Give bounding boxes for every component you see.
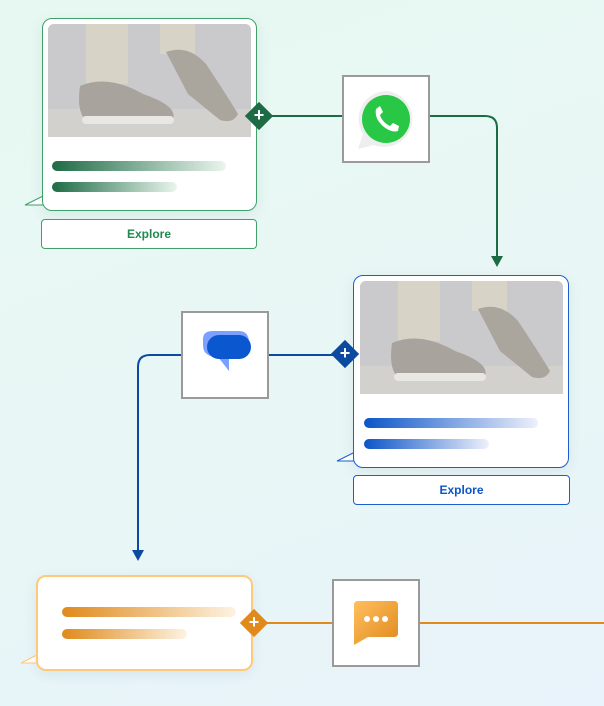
chat-bubble-icon <box>354 601 398 645</box>
text-placeholder-bar <box>364 439 489 449</box>
google-messages-icon <box>203 331 251 371</box>
google-messages-node[interactable] <box>181 311 269 399</box>
plus-icon: + <box>248 612 260 632</box>
product-card-whatsapp <box>42 18 257 211</box>
arrow-down-icon <box>132 550 144 561</box>
text-placeholder-bar <box>52 161 226 171</box>
add-node-button[interactable]: + <box>330 339 360 369</box>
whatsapp-node[interactable] <box>342 75 430 163</box>
arrow-down-icon <box>491 256 503 267</box>
add-node-button[interactable]: + <box>244 101 274 131</box>
bubble-tail <box>24 196 46 206</box>
text-placeholder-bar <box>62 607 236 617</box>
product-image-sneakers <box>360 281 563 394</box>
product-image-sneakers <box>48 24 251 137</box>
explore-button[interactable]: Explore <box>41 219 257 249</box>
message-card-chat <box>36 575 253 671</box>
chat-node[interactable] <box>332 579 420 667</box>
whatsapp-icon <box>358 91 413 149</box>
plus-icon: + <box>339 343 351 363</box>
bubble-tail <box>336 452 358 462</box>
add-node-button[interactable]: + <box>239 608 269 638</box>
product-card-messages <box>353 275 569 468</box>
explore-button[interactable]: Explore <box>353 475 570 505</box>
plus-icon: + <box>253 105 265 125</box>
text-placeholder-bar <box>62 629 187 639</box>
text-placeholder-bar <box>364 418 538 428</box>
text-placeholder-bar <box>52 182 177 192</box>
